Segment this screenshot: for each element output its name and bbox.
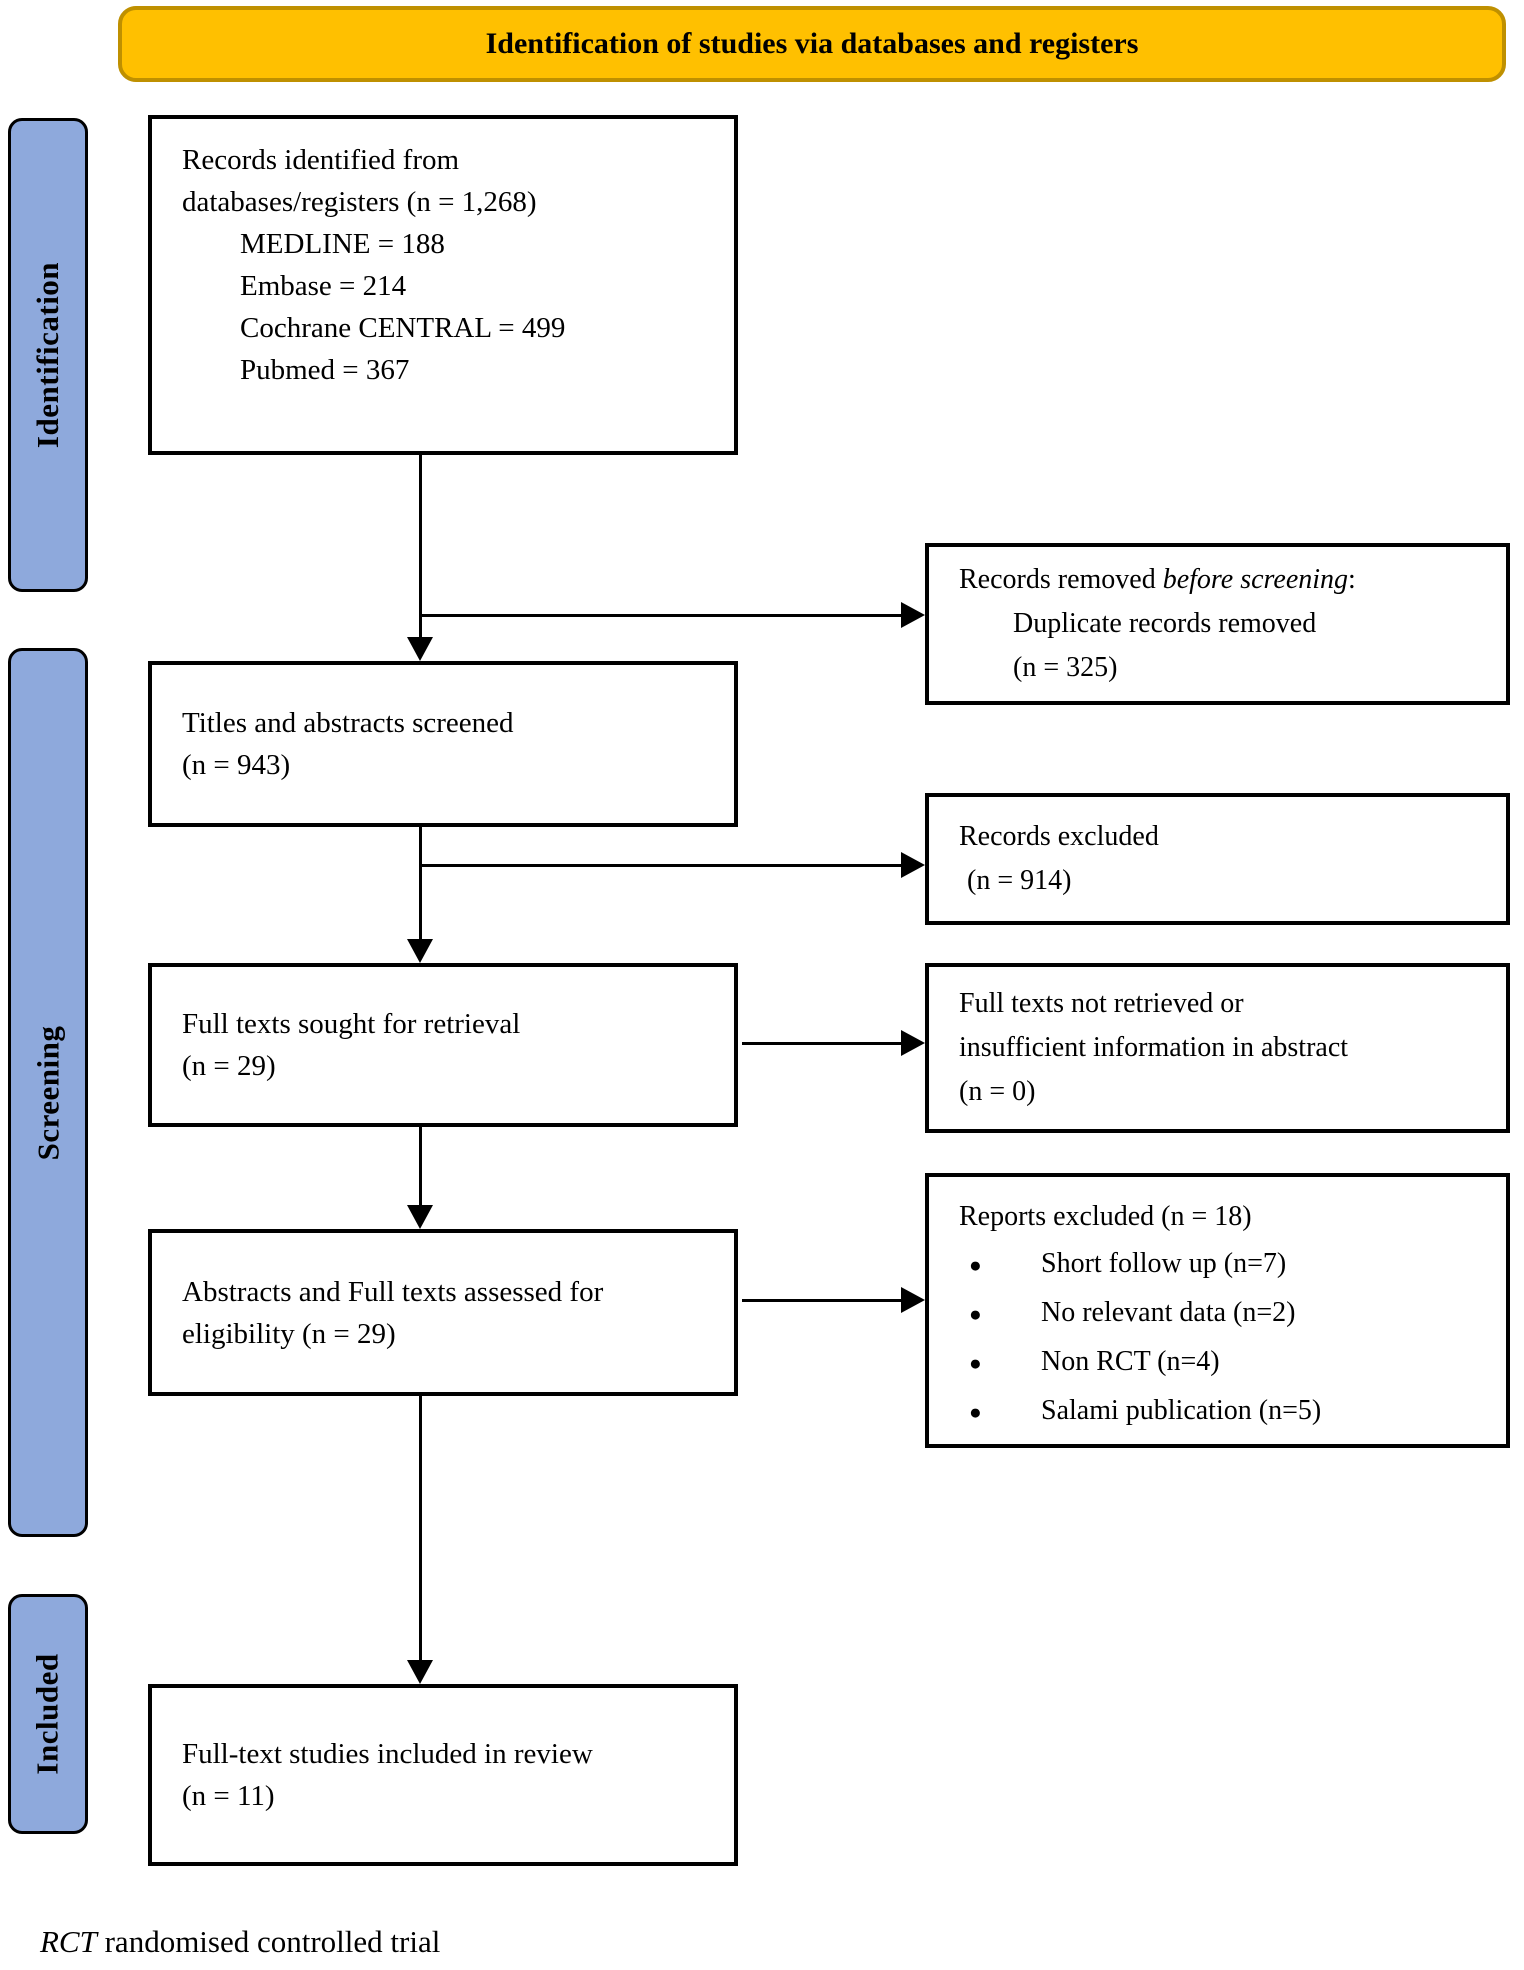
- titles-screened-line2: (n = 943): [182, 749, 291, 781]
- reports-excluded-title: Reports excluded (n = 18): [959, 1201, 1252, 1232]
- reports-excluded-bullet-2: No relevant data (n=2): [959, 1289, 1486, 1338]
- records-identified-line2: databases/registers (n = 1,268): [182, 186, 537, 218]
- not-retrieved-line2: insufficient information in abstract: [959, 1032, 1349, 1063]
- source-cochrane: Cochrane CENTRAL = 499: [240, 312, 566, 344]
- records-identified-line1: Records identified from: [182, 144, 460, 176]
- down-arrowhead-icon: [407, 939, 433, 963]
- phase-label-identification: Identification: [30, 261, 65, 449]
- down-arrowhead-icon: [407, 1205, 433, 1229]
- records-removed-line1-pre: Records removed: [959, 564, 1163, 595]
- right-arrowhead-icon: [901, 1030, 925, 1056]
- bullet-text: Short follow up (n=7): [1041, 1248, 1287, 1279]
- records-excluded-line1: Records excluded: [959, 821, 1159, 852]
- box-assessed-eligibility: Abstracts and Full texts assessed for el…: [148, 1229, 738, 1396]
- box-included-review: Full-text studies included in review (n …: [148, 1684, 738, 1866]
- included-review-line2: (n = 11): [182, 1780, 275, 1812]
- connector-identified-to-screened: [419, 455, 422, 639]
- bullet-text: Salami publication (n=5): [1041, 1395, 1322, 1426]
- connector-to-reports-excluded: [742, 1299, 903, 1302]
- records-removed-line1: Records removed before screening:: [959, 558, 1486, 602]
- records-removed-line1-italic: before screening: [1162, 564, 1349, 595]
- connector-to-records-excluded: [420, 864, 903, 867]
- box-records-removed: Records removed before screening: Duplic…: [925, 543, 1510, 705]
- included-review-line1: Full-text studies included in review: [182, 1738, 593, 1770]
- down-arrowhead-icon: [407, 637, 433, 661]
- box-records-identified: Records identified from databases/regist…: [148, 115, 738, 455]
- not-retrieved-line1: Full texts not retrieved or: [959, 988, 1244, 1019]
- right-arrowhead-icon: [901, 1287, 925, 1313]
- records-removed-line3: (n = 325): [1013, 652, 1118, 683]
- titles-screened-line1: Titles and abstracts screened: [182, 707, 514, 739]
- not-retrieved-line3: (n = 0): [959, 1076, 1036, 1107]
- box-fulltext-sought: Full texts sought for retrieval (n = 29): [148, 963, 738, 1127]
- box-records-excluded: Records excluded (n = 914): [925, 793, 1510, 925]
- banner-title: Identification of studies via databases …: [485, 27, 1139, 60]
- footnote-text: randomised controlled trial: [96, 1924, 441, 1959]
- banner: Identification of studies via databases …: [118, 6, 1506, 82]
- right-arrowhead-icon: [901, 602, 925, 628]
- bullet-text: Non RCT (n=4): [1041, 1346, 1220, 1377]
- box-titles-screened: Titles and abstracts screened (n = 943): [148, 661, 738, 827]
- right-arrowhead-icon: [901, 852, 925, 878]
- connector-sought-to-assessed: [419, 1127, 422, 1205]
- phase-label-included: Included: [30, 1653, 66, 1775]
- reports-excluded-bullet-4: Salami publication (n=5): [959, 1387, 1486, 1436]
- connector-to-not-retrieved: [742, 1042, 903, 1045]
- phase-bar-included: Included: [8, 1594, 88, 1834]
- fulltext-sought-line2: (n = 29): [182, 1050, 276, 1082]
- phase-label-screening: Screening: [30, 1025, 65, 1160]
- fulltext-sought-line1: Full texts sought for retrieval: [182, 1008, 521, 1040]
- records-excluded-line2: (n = 914): [967, 865, 1072, 896]
- assessed-line2: eligibility (n = 29): [182, 1317, 396, 1350]
- connector-assessed-to-included: [419, 1396, 422, 1660]
- box-reports-excluded: Reports excluded (n = 18) Short follow u…: [925, 1173, 1510, 1448]
- reports-excluded-bullet-3: Non RCT (n=4): [959, 1338, 1486, 1387]
- phase-bar-identification: Identification: [8, 118, 88, 592]
- footnote: RCT randomised controlled trial: [40, 1924, 440, 1960]
- assessed-line1: Abstracts and Full texts assessed for: [182, 1275, 604, 1308]
- connector-screened-to-sought: [419, 827, 422, 939]
- source-pubmed: Pubmed = 367: [240, 354, 410, 386]
- connector-to-records-removed: [420, 614, 903, 617]
- records-removed-line1-post: :: [1348, 564, 1356, 595]
- source-embase: Embase = 214: [240, 270, 407, 302]
- down-arrowhead-icon: [407, 1660, 433, 1684]
- reports-excluded-bullet-1: Short follow up (n=7): [959, 1240, 1486, 1289]
- bullet-text: No relevant data (n=2): [1041, 1297, 1296, 1328]
- box-not-retrieved: Full texts not retrieved or insufficient…: [925, 963, 1510, 1133]
- source-medline: MEDLINE = 188: [240, 228, 445, 260]
- footnote-abbrev: RCT: [40, 1924, 97, 1959]
- records-removed-line2: Duplicate records removed: [1013, 608, 1317, 639]
- phase-bar-screening: Screening: [8, 648, 88, 1537]
